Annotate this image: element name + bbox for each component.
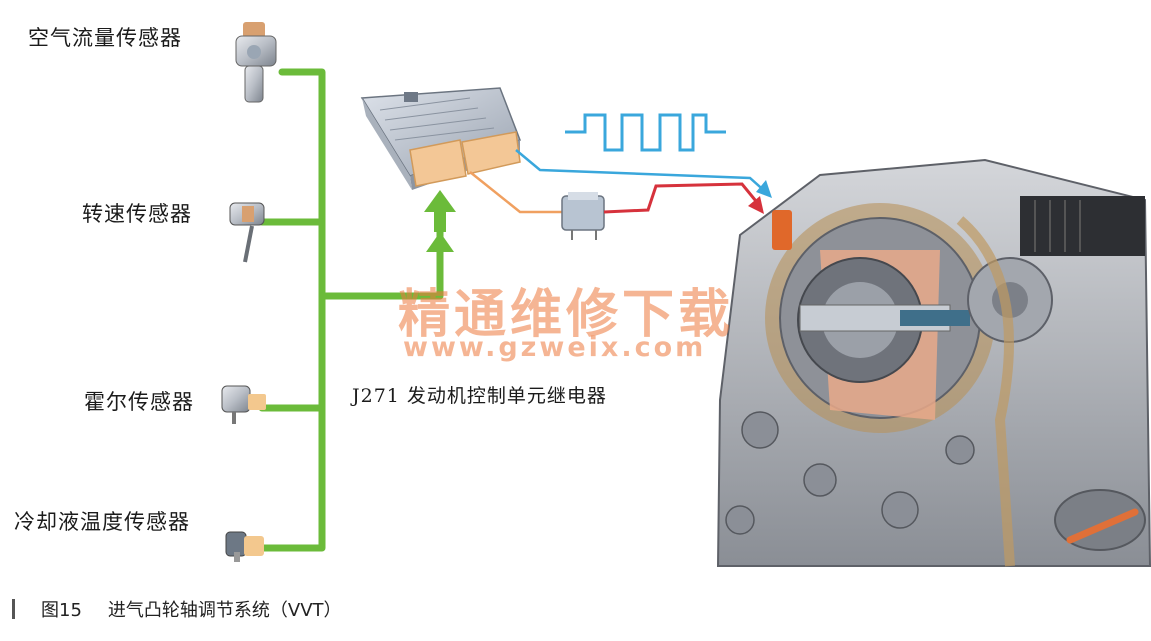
camshaft-adjuster-icon: [716, 158, 1151, 567]
figure-number: 图15: [41, 600, 82, 621]
speed-sensor-icon: [229, 202, 265, 263]
watermark-url: www.gzweix.com: [403, 332, 707, 363]
air-flow-sensor-label: 空气流量传感器: [28, 26, 182, 50]
hall-sensor-icon: [221, 385, 266, 424]
air-flow-sensor-icon: [235, 22, 277, 103]
speed-sensor-label: 转速传感器: [82, 202, 192, 226]
caption-bar: [12, 599, 15, 619]
pwm-signal-icon: [565, 113, 726, 152]
relay-control-line: [469, 171, 562, 214]
ecu-output-line: [515, 149, 769, 195]
coolant-temp-sensor-label: 冷却液温度传感器: [14, 510, 190, 534]
relay-icon: [561, 192, 605, 240]
watermark-text: 精通维修下载: [398, 285, 735, 345]
figure-caption: 图15 进气凸轮轴调节系统（VVT）: [12, 596, 342, 622]
coolant-temp-sensor-icon: [225, 531, 264, 562]
sensor-bus-lines: [258, 68, 444, 552]
ecu-icon: [360, 87, 521, 190]
hall-sensor-label: 霍尔传感器: [84, 390, 194, 414]
ecu-relay-label: J271 发动机控制单元继电器: [352, 385, 607, 407]
figure-title: 进气凸轮轴调节系统（VVT）: [107, 600, 342, 621]
power-line: [603, 182, 762, 214]
signal-arrow-icon: [424, 190, 456, 252]
